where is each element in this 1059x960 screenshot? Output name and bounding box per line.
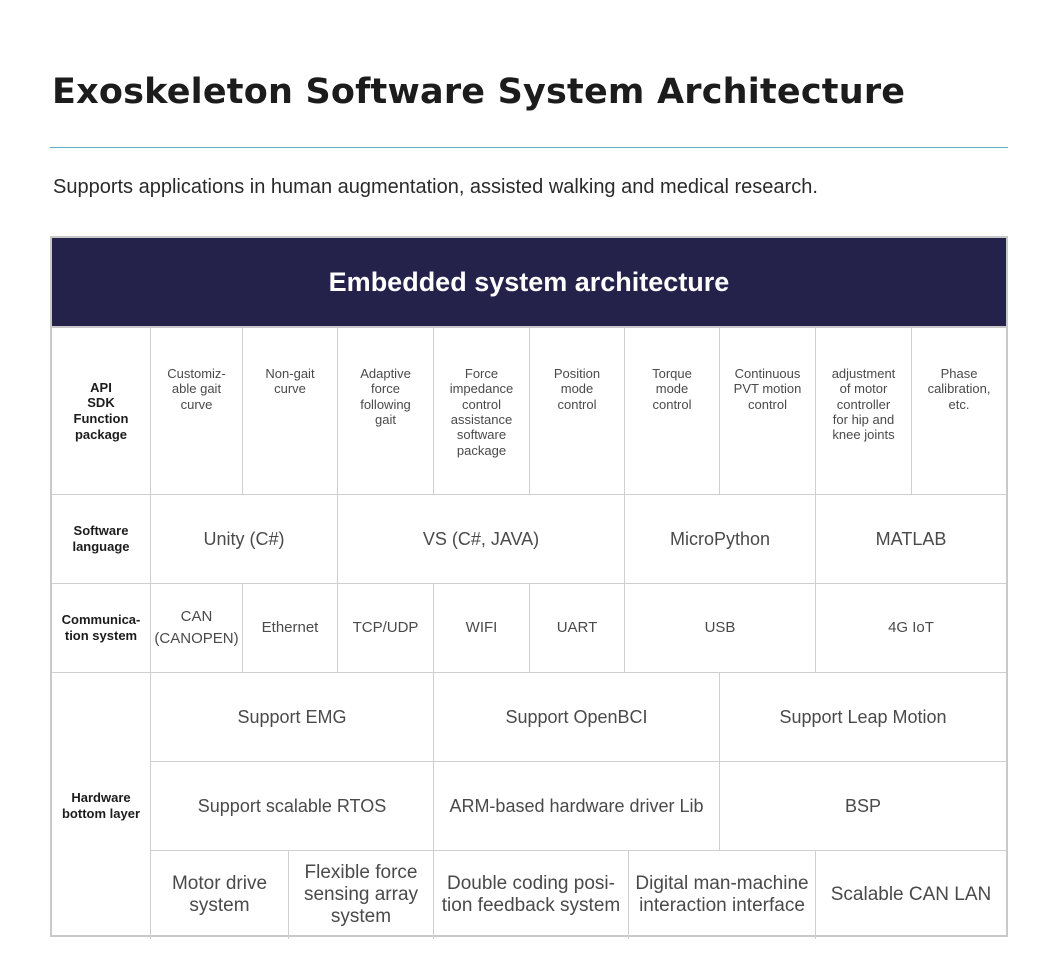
api-item-adaptive-force: Adaptive force following gait — [338, 328, 434, 495]
comm-can: CAN (CANOPEN) — [151, 584, 243, 673]
hw-arm-driver-lib: ARM-based hardware driver Lib — [434, 762, 720, 851]
comm-wifi: WIFI — [434, 584, 530, 673]
software-micropython: MicroPython — [625, 495, 816, 584]
comm-usb: USB — [625, 584, 816, 673]
hw-force-sensing-array: Flexible force sensing array system — [289, 851, 434, 939]
api-item-position-mode: Position mode control — [530, 328, 625, 495]
api-item-customizable-gait: Customiz- able gait curve — [151, 328, 243, 495]
hw-man-machine-interface: Digital man-machine interaction interfac… — [629, 851, 816, 939]
comm-tcp-udp: TCP/UDP — [338, 584, 434, 673]
architecture-banner: Embedded system architecture — [52, 238, 1006, 326]
hw-motor-drive: Motor drive system — [151, 851, 289, 939]
row-label-api-sdk: API SDK Function package — [52, 328, 151, 495]
software-matlab: MATLAB — [816, 495, 1006, 584]
api-item-torque-mode: Torque mode control — [625, 328, 720, 495]
software-unity: Unity (C#) — [151, 495, 338, 584]
page-subtitle: Supports applications in human augmentat… — [53, 176, 818, 198]
row-label-hardware: Hardware bottom layer — [52, 673, 151, 939]
comm-4g-iot: 4G IoT — [816, 584, 1006, 673]
software-vs: VS (C#, JAVA) — [338, 495, 625, 584]
api-item-non-gait: Non-gait curve — [243, 328, 338, 495]
hw-position-feedback: Double coding posi- tion feedback system — [434, 851, 629, 939]
api-item-motor-adjustment: adjustment of motor controller for hip a… — [816, 328, 912, 495]
hw-support-emg: Support EMG — [151, 673, 434, 762]
api-item-pvt-motion: Continuous PVT motion control — [720, 328, 816, 495]
architecture-diagram: Embedded system architecture API SDK Fun… — [50, 236, 1008, 939]
architecture-grid: API SDK Function package Customiz- able … — [52, 326, 1006, 939]
hw-bsp: BSP — [720, 762, 1006, 851]
hw-support-leap-motion: Support Leap Motion — [720, 673, 1006, 762]
api-item-phase-calibration: Phase calibration, etc. — [912, 328, 1006, 495]
row-label-communication: Communica- tion system — [52, 584, 151, 673]
comm-uart: UART — [530, 584, 625, 673]
api-item-force-impedance: Force impedance control assistance softw… — [434, 328, 530, 495]
hw-scalable-can-lan: Scalable CAN LAN — [830, 884, 992, 906]
hw-scalable-rtos: Support scalable RTOS — [151, 762, 434, 851]
hw-support-openbci: Support OpenBCI — [434, 673, 720, 762]
title-divider — [50, 147, 1008, 148]
comm-ethernet: Ethernet — [243, 584, 338, 673]
row-label-software-language: Software language — [52, 495, 151, 584]
page-title: Exoskeleton Software System Architecture — [52, 72, 906, 112]
